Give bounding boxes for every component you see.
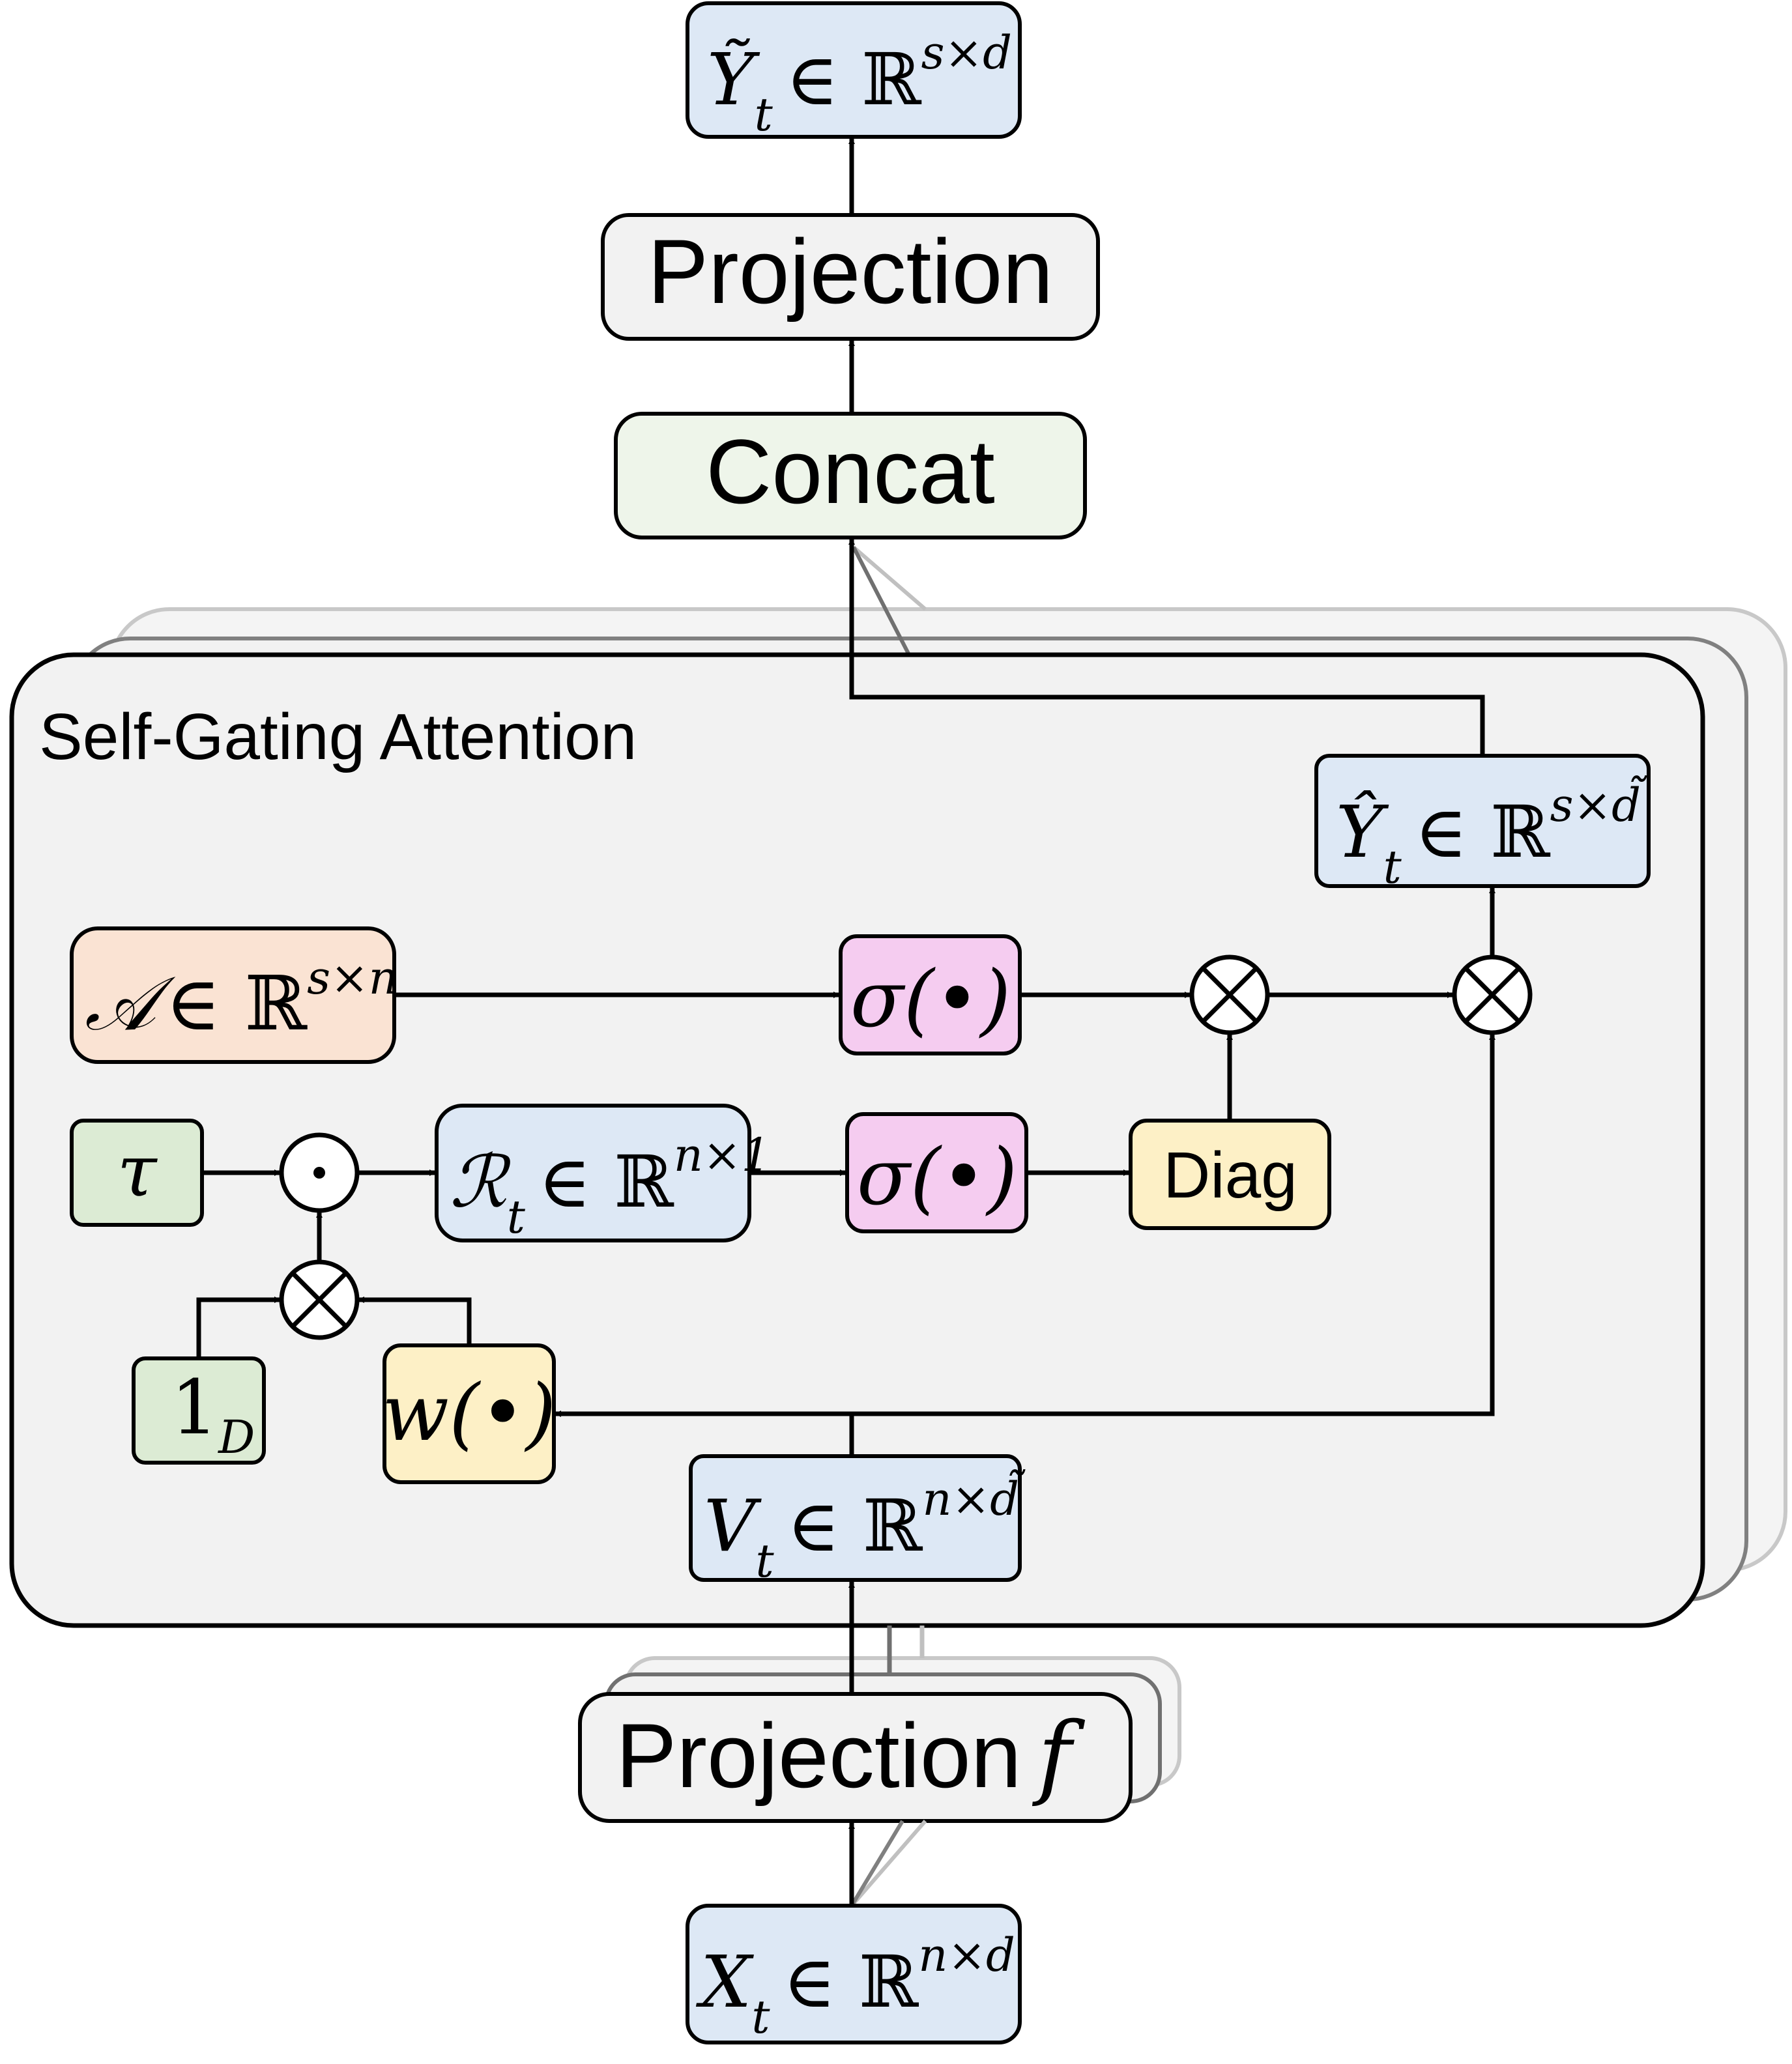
sigma-2-label: σ(•) [857, 1132, 1017, 1223]
hadamard-op [279, 1132, 360, 1213]
projection-top-label: Projection [648, 220, 1054, 322]
xinput-shadow-line-2 [850, 1820, 904, 1907]
arrow-yhat-to-concat [848, 538, 1485, 756]
multiply-op-3 [279, 1259, 360, 1340]
y-tilde-label: Ỹt∈ ℝs×d [707, 26, 1012, 141]
concat-shadow-line-1 [852, 545, 927, 611]
xinput-shadow-line-1 [850, 1820, 927, 1907]
r-matrix-label: ℛt∈ ℝn×1 [450, 1128, 770, 1244]
panel-title: Self-Gating Attention [39, 700, 637, 773]
arrow-wfunc-to-mult3 [358, 1297, 472, 1345]
y-hat-label: Ŷt∈ ℝs×d̃ [1336, 776, 1647, 894]
y-tilde-box [686, 1, 1022, 139]
multiply-op-2 [1452, 954, 1533, 1035]
arrow-v-to-mult2 [852, 1033, 1496, 1416]
w-func-label: w(•) [382, 1368, 556, 1459]
diag-label: Diag [1163, 1139, 1297, 1212]
arrow-oned-to-mult3 [196, 1297, 281, 1358]
sigma-1-label: σ(•) [850, 954, 1011, 1045]
one-d-label: 1D [171, 1364, 255, 1464]
y-hat-box [1314, 754, 1651, 888]
x-input-label: Xt∈ ℝn×d [695, 1928, 1015, 2044]
v-matrix-box [689, 1454, 1022, 1582]
concat-shadow-line-2 [852, 546, 911, 656]
concat-label: Concat [706, 420, 995, 523]
multiply-op-1 [1189, 954, 1270, 1035]
tau-label: τ [117, 1129, 158, 1212]
projection-f-box [578, 1692, 1133, 1823]
v-matrix-label: Vt∈ ℝn×d̃ [704, 1470, 1026, 1588]
a-matrix-label: 𝒜∈ ℝs×n [85, 951, 398, 1048]
